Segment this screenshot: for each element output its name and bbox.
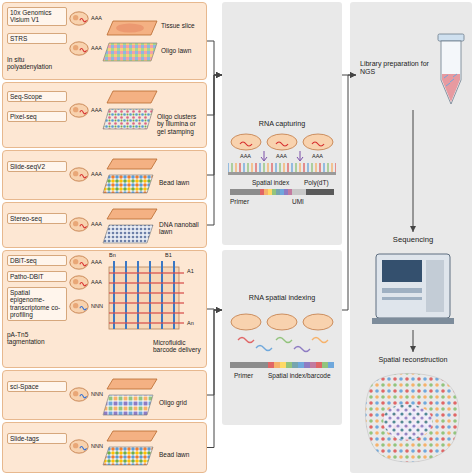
sequence-label: NNN [91, 303, 103, 309]
sequence-label: NNN [91, 391, 103, 397]
step-heading: Sequencing [356, 236, 470, 245]
sequence-label: AAA [91, 107, 102, 113]
method-name: Slide-seqV2 [7, 161, 67, 172]
annotation-text: Primer [234, 372, 253, 379]
indexing-illustration [222, 250, 342, 425]
annotation-text: UMI [292, 198, 304, 205]
method-name: Slide-tags [7, 433, 67, 444]
tissue-illustration [3, 423, 208, 474]
workflow-step: Sequencing [356, 232, 470, 330]
step-heading: RNA spatial indexing [222, 294, 342, 302]
method-name: 10x Genomics Visium V1 [7, 7, 67, 26]
method-box: Slide-seqV2AAA Bead lawn [2, 150, 207, 200]
sequence-label: AAA [91, 221, 102, 227]
annotation-text: Spatial index [252, 179, 289, 186]
connector-arrow [413, 330, 414, 352]
method-box: Seq-ScopePixel-seq AAA Oligo clusters by I… [2, 82, 207, 148]
annotation-text: Oligo clusters by Illumina or gel stampi… [157, 113, 205, 135]
method-name: DBiT-seq [7, 255, 67, 266]
annotation-text: Tissue slice [161, 22, 205, 29]
annotation-text: In situ polyadenylation [7, 56, 67, 71]
step-heading: RNA capturing [222, 120, 342, 128]
annotation-text: Primer [230, 198, 249, 205]
annotation-text: Microfluidic barcode delivery [153, 339, 205, 354]
sequence-label: B1 [165, 252, 172, 258]
annotation-text: pA-Tn5 tagmentation [7, 331, 67, 346]
sequence-label: AAA [276, 153, 287, 159]
method-box: DBiT-seqPatho-DBiT Spatial epigenome-tran… [2, 250, 207, 368]
sequence-label: Bn [109, 252, 116, 258]
method-name: Seq-Scope [7, 91, 67, 102]
method-box: 10x Genomics Visium V1 STRS In situ polyad… [2, 2, 207, 80]
sequence-label: AAA [240, 153, 251, 159]
method-box: Stereo-seqAAA DNA nanoball lawn [2, 202, 207, 248]
connector-arrow [207, 75, 222, 225]
sequence-label: AAA [91, 279, 102, 285]
sequence-label: AAA [91, 171, 102, 177]
method-name: Spatial epigenome-transcriptome co-profi… [7, 287, 67, 321]
step-heading: Library preparation for NGS [360, 60, 434, 76]
method-name: Pixel-seq [7, 111, 67, 122]
workflow-step: Spatial reconstruction [356, 352, 470, 472]
method-name: sci-Space [7, 381, 67, 392]
sequence-label: AAA [91, 15, 102, 21]
sequence-label: AAA [91, 45, 102, 51]
method-name: STRS [7, 33, 67, 44]
sequence-label: AAA [312, 153, 323, 159]
spatial-map-illustration [356, 352, 470, 472]
step-heading: Spatial reconstruction [356, 356, 470, 364]
annotation-text: Bead lawn [159, 451, 205, 458]
tissue-illustration [3, 151, 208, 201]
method-name: Patho-DBiT [7, 271, 67, 282]
sequence-label: AAA [91, 259, 102, 265]
connector-arrow [342, 75, 356, 310]
sequence-label: An [187, 320, 194, 326]
tissue-illustration [3, 371, 208, 421]
process-panel: RNA capturingAAA AAA AAA Spatial index Poly(… [222, 2, 342, 245]
method-box: Slide-tagsNNN Bead lawn [2, 422, 207, 473]
annotation-text: Oligo grid [159, 399, 205, 406]
annotation-text: Bead lawn [159, 179, 205, 186]
annotation-text: Spatial index/barcode [268, 372, 331, 379]
process-panel: RNA spatial indexingSpatial index/barcod… [222, 250, 342, 425]
annotation-text: Poly(dT) [304, 179, 329, 186]
sequence-label: NNN [91, 443, 103, 449]
connector-arrow [413, 110, 414, 232]
sequence-label: A1 [187, 268, 194, 274]
annotation-text: Oligo lawn [161, 47, 205, 54]
annotation-text: DNA nanoball lawn [159, 221, 205, 236]
workflow-step: Library preparation for NGS [356, 30, 470, 110]
method-name: Stereo-seq [7, 213, 67, 224]
connector-arrow [207, 41, 222, 75]
method-box: sci-SpaceNNN Oligo grid [2, 370, 207, 420]
connector-arrow [207, 310, 222, 448]
sequencer-illustration [356, 232, 470, 330]
